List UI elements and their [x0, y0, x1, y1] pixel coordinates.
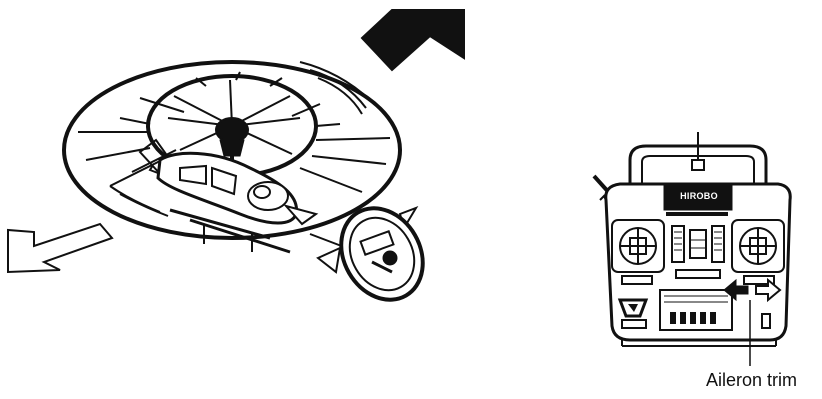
movement-arrow-icon: [362, 10, 464, 70]
transmitter: [594, 132, 790, 346]
tail-rotor-detail: [310, 193, 439, 314]
aileron-trim-label: Aileron trim: [706, 370, 797, 391]
result-arrow-icon: [8, 224, 112, 272]
transmitter-brand-label: HIROBO: [677, 191, 721, 201]
